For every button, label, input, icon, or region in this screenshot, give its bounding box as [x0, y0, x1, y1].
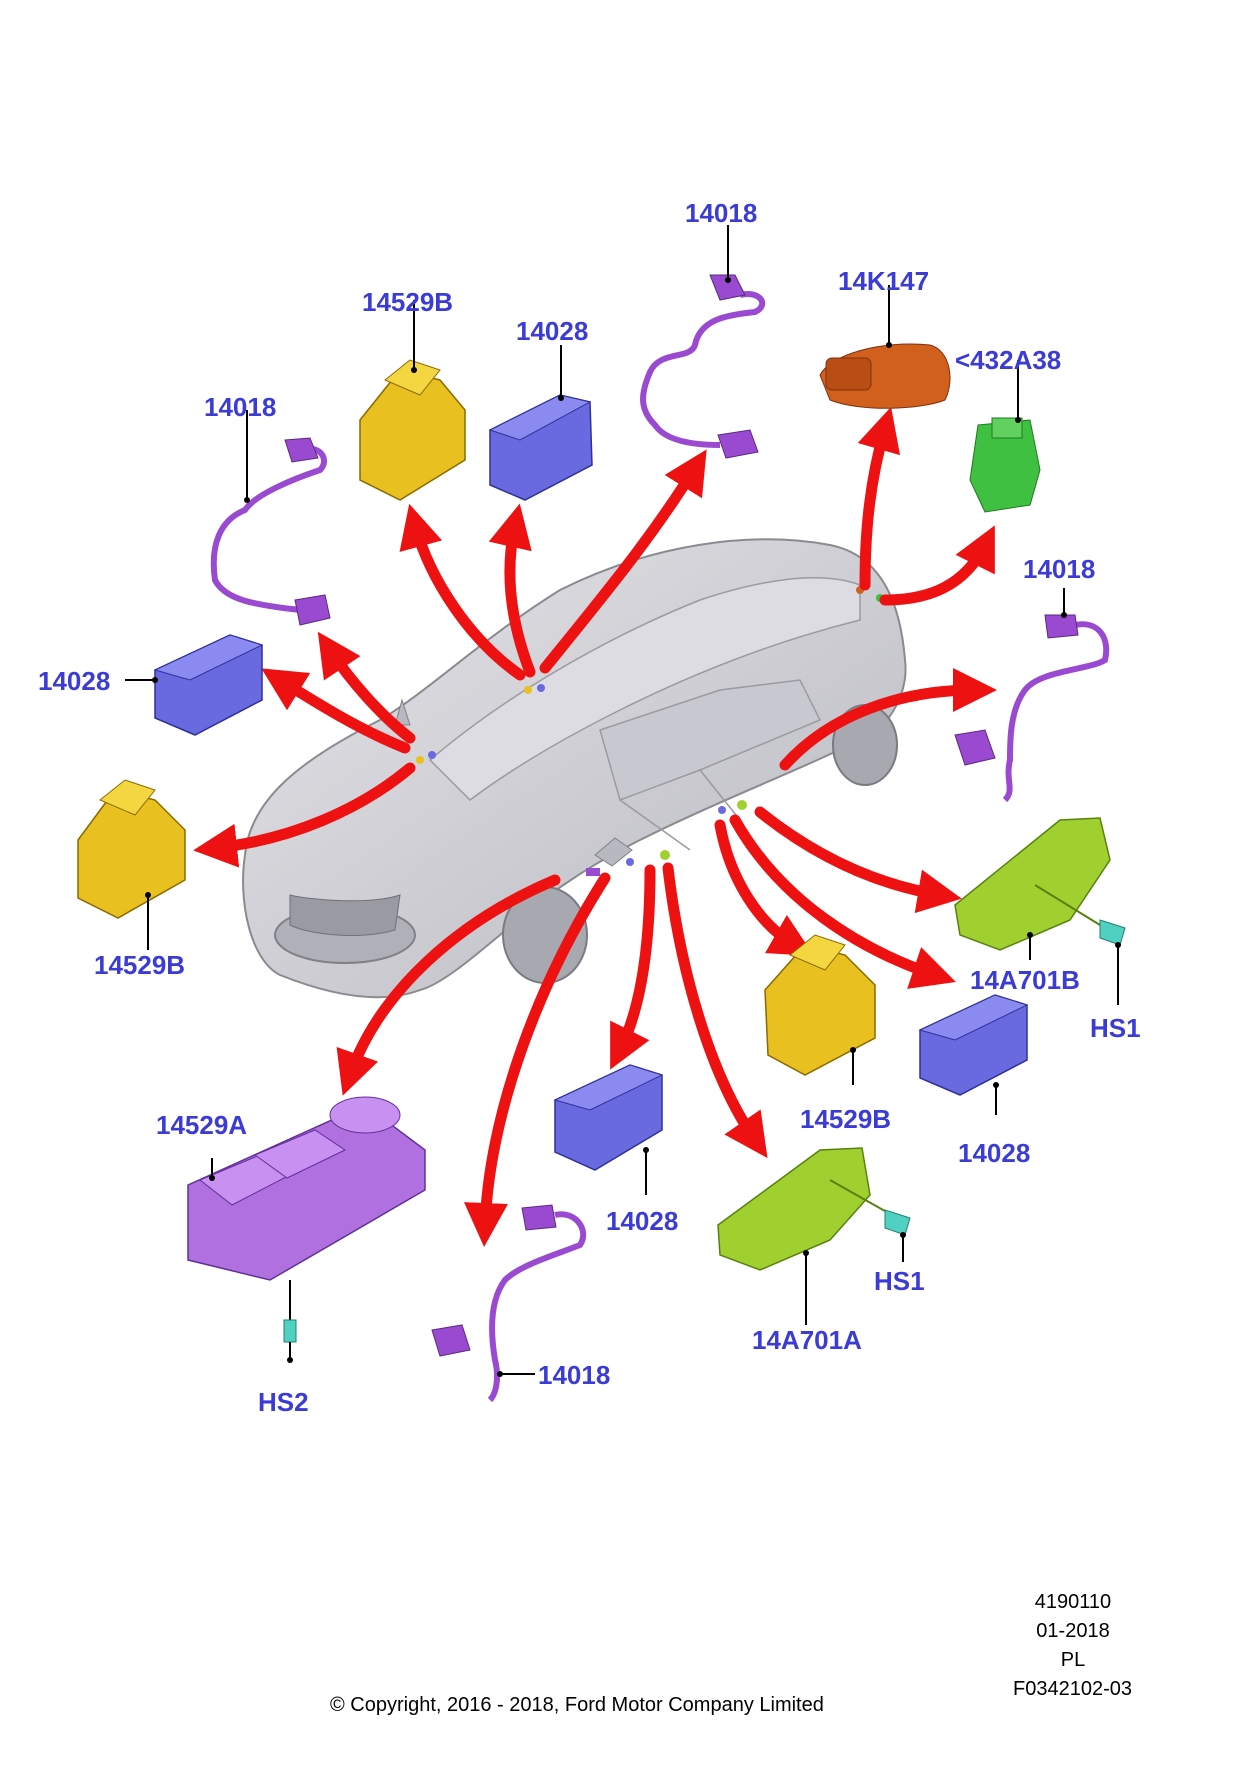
arrow-to-top-14018 [539, 449, 707, 674]
arrow-to-right-14028 [729, 814, 956, 989]
label-hs2: HS2 [258, 1387, 309, 1417]
label-top-14529b: 14529B [362, 287, 454, 317]
part-bottom-14028-switch [553, 1064, 664, 1195]
arrow-to-bottom-14028 [610, 864, 656, 1070]
part-bottom-14018-harness [431, 1204, 587, 1403]
part-14k147-sensor [819, 285, 951, 409]
label-14a701a: 14A701A [752, 1325, 862, 1355]
label-right-hs1: HS1 [1090, 1013, 1141, 1043]
label-bottom-14018: 14018 [538, 1360, 611, 1390]
arrow-to-top-14028 [488, 503, 536, 678]
vehicle-body [242, 538, 907, 999]
part-left-14028-switch [125, 634, 264, 736]
part-top-14028-switch [488, 345, 593, 501]
label-bottom-14028: 14028 [606, 1206, 679, 1236]
label-14529a: 14529A [156, 1110, 248, 1140]
pointer-arrows [193, 406, 997, 1247]
revision-date: 01-2018 [1036, 1620, 1110, 1642]
arrow-to-left-14028 [261, 668, 411, 754]
label-14k147: 14K147 [838, 266, 930, 296]
arrow-to-left-14018 [317, 631, 416, 744]
arrow-to-14a701b [754, 806, 962, 914]
label-left-14028: 14028 [38, 666, 111, 696]
label-mid-14529b: 14529B [800, 1104, 892, 1134]
part-right-14018-harness [954, 588, 1110, 803]
part-mid-14529b-switch [764, 934, 876, 1085]
ref-number: 4190110 [1034, 1591, 1112, 1613]
label-right-14028: 14028 [958, 1138, 1031, 1168]
part-top-14529b-switch [359, 300, 466, 501]
part-right-14028-switch [918, 994, 1029, 1115]
language-code: PL [1060, 1649, 1086, 1671]
part-14a701a-module [717, 1147, 911, 1325]
arrow-to-14529a [336, 874, 561, 1096]
label-left-14018: 14018 [204, 392, 277, 422]
part-432a38-connector [969, 360, 1041, 513]
label-432a38: <432A38 [955, 345, 1062, 375]
figure-code: F0342102-03 [1013, 1678, 1132, 1700]
label-bottom-hs1: HS1 [874, 1266, 925, 1296]
label-14a701b: 14A701B [970, 965, 1080, 995]
label-right-14018: 14018 [1023, 554, 1096, 584]
part-top-14018-harness [640, 225, 766, 459]
part-left-14529b-switch [77, 779, 186, 950]
label-top-14028: 14028 [516, 316, 589, 346]
arrow-to-14k147 [857, 406, 901, 591]
arrow-to-left-14529b [193, 762, 416, 868]
arrow-to-top-14529b [399, 503, 526, 681]
arrow-to-bottom-14018 [463, 872, 611, 1247]
part-left-14018-harness [210, 410, 331, 626]
arrow-to-432a38 [879, 525, 995, 606]
arrow-to-mid-14529b [714, 819, 815, 956]
part-14a701b-module [954, 817, 1126, 1005]
label-left-14529b: 14529B [94, 950, 186, 980]
arrow-to-14a701a [662, 862, 768, 1159]
label-top-14018: 14018 [685, 198, 758, 228]
arrow-to-right-14018 [779, 668, 997, 771]
part-14529a-master-switch [187, 1096, 426, 1363]
copyright-notice: © Copyright, 2016 - 2018, Ford Motor Com… [330, 1694, 824, 1716]
